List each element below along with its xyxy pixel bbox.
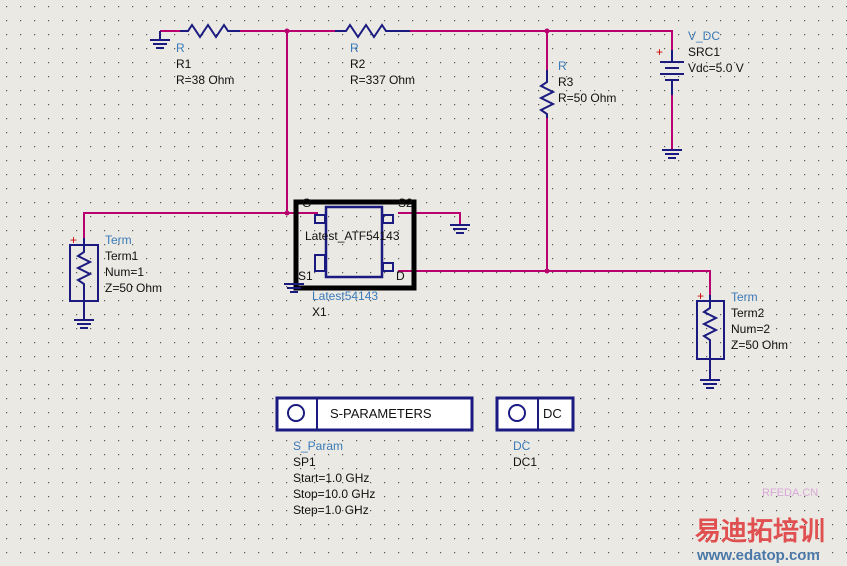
device-inner-label: Latest_ATF54143 [305,229,400,243]
wires [83,28,711,295]
vdc-source[interactable]: + V_DC SRC1 Vdc=5.0 V [656,29,744,159]
sparam-step: Step=1.0 GHz [293,503,369,517]
sparam-block[interactable]: S-PARAMETERS S_Param SP1 Start=1.0 GHz S… [275,396,474,517]
r3-name: R3 [558,75,574,89]
term2-z: Z=50 Ohm [731,338,788,352]
dc-block[interactable]: DC DC DC1 [495,396,575,469]
plus-icon: + [697,289,704,303]
dc-type: DC [513,439,531,453]
dc-name: DC1 [513,455,537,469]
device-name: X1 [312,305,327,319]
transistor-x1[interactable]: G S2 S1 D Latest_ATF54143 Latest54143 X1 [283,196,471,319]
device-type: Latest54143 [312,289,378,303]
src-value: Vdc=5.0 V [688,61,744,75]
term2-name: Term2 [731,306,765,320]
plus-icon: + [656,45,663,59]
r1-name: R1 [176,57,192,71]
pin-s2: S2 [398,196,413,210]
term2-num: Num=2 [731,322,770,336]
term1-z: Z=50 Ohm [105,281,162,295]
plus-icon: + [70,233,77,247]
r3-value: R=50 Ohm [558,91,616,105]
r1-type: R [176,41,185,55]
sparam-start: Start=1.0 GHz [293,471,369,485]
term1-num: Num=1 [105,265,144,279]
pin-g: G [302,196,311,210]
src-name: SRC1 [688,45,720,59]
gear-icon [287,404,305,422]
watermark-url: www.edatop.com [696,547,820,564]
resistor-r1[interactable]: R R1 R=38 Ohm [149,23,240,87]
src-type: V_DC [688,29,720,43]
sparam-name: SP1 [293,455,316,469]
r2-value: R=337 Ohm [350,73,415,87]
watermark-site: RFEDA.CN [762,487,818,499]
resistor-r3[interactable]: R R3 R=50 Ohm [538,59,616,118]
pin-d: D [396,269,405,283]
dc-label: DC [543,406,562,421]
sparam-label: S-PARAMETERS [330,406,432,421]
term1[interactable]: + Term Term1 Num=1 Z=50 Ohm [69,233,162,329]
r1-value: R=38 Ohm [176,73,234,87]
sparam-type: S_Param [293,439,343,453]
watermark-brand: 易迪拓培训 [695,516,825,546]
pin-s1: S1 [298,269,313,283]
r3-type: R [558,59,567,73]
term1-type: Term [105,233,132,247]
resistor-r2[interactable]: R R2 R=337 Ohm [335,23,415,87]
term2-type: Term [731,290,758,304]
r2-type: R [350,41,359,55]
watermark: RFEDA.CN 易迪拓培训 www.edatop.com [695,487,825,564]
r2-name: R2 [350,57,366,71]
sparam-stop: Stop=10.0 GHz [293,487,375,501]
term2[interactable]: + Term Term2 Num=2 Z=50 Ohm [696,289,788,389]
gear-icon [508,404,526,422]
term1-name: Term1 [105,249,139,263]
